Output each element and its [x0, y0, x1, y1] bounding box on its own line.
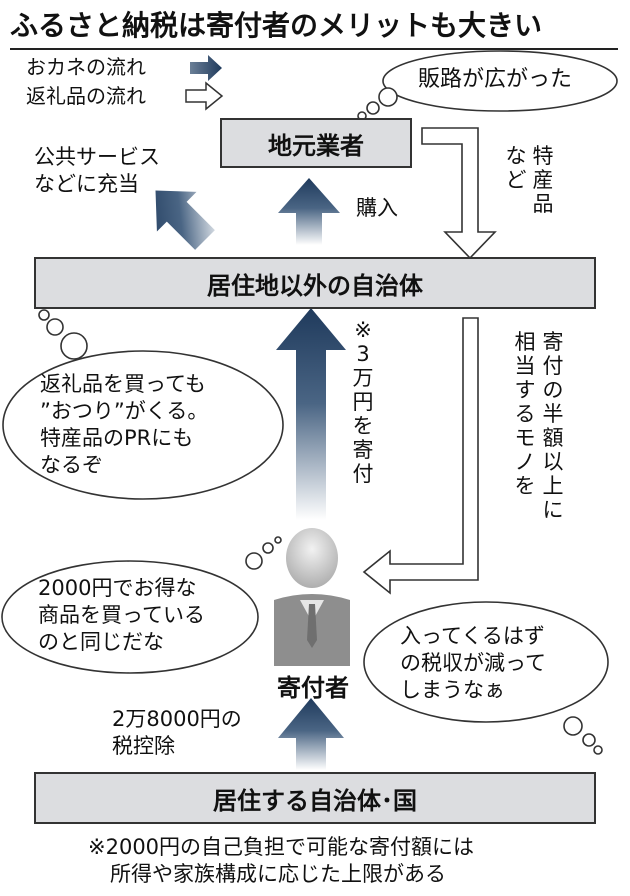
donor-label: 寄付者	[277, 674, 349, 702]
gift-value-label-line1: 寄付の半額以上に	[542, 330, 564, 522]
specialty-products-label: 特産品	[532, 144, 554, 216]
purchase-label: 購入	[356, 196, 398, 220]
specialty-products-suffix: など	[505, 144, 527, 192]
donor-person-icon	[274, 528, 350, 666]
local-business-box: 地元業者	[220, 118, 412, 168]
municipality-bubble-line3: 特産品のPRにも	[40, 426, 194, 450]
donation-arrow	[276, 308, 346, 520]
home-bubble-line1: 入ってくるはず	[400, 624, 545, 648]
footnote-line1: ※2000円の自己負担で可能な寄付額には	[88, 835, 475, 859]
legend-gift-arrow-icon	[185, 81, 224, 111]
business-thought-bubble	[357, 50, 618, 121]
municipality-thought-bubble	[2, 309, 284, 500]
tax-deduction-label-line2: 税控除	[112, 734, 175, 758]
purchase-arrow	[278, 178, 340, 245]
gift-flow-arrow-municipality-to-donor	[362, 317, 479, 595]
gift-flow-arrow-business-to-municipality	[421, 127, 497, 260]
gift-value-label-line2: 相当するモノを	[514, 330, 536, 498]
home-bubble-line2: の税収が減って	[400, 651, 546, 675]
other-municipality-box: 居住地以外の自治体	[34, 257, 596, 309]
public-services-label-line1: 公共サービス	[34, 145, 160, 169]
municipality-bubble-line4: なるぞ	[40, 453, 103, 477]
business-bubble-text: 販路が広がった	[418, 67, 573, 92]
title-underline	[10, 48, 618, 50]
donor-thought-bubble	[1, 536, 282, 674]
legend-gift-flow-label: 返礼品の流れ	[26, 84, 146, 108]
donor-bubble-line3: のと同じだな	[38, 630, 164, 654]
tax-deduction-label-line1: 2万8000円の	[112, 707, 242, 731]
donor-bubble-line1: 2000円でお得な	[38, 576, 197, 600]
public-service-arrow	[155, 190, 215, 250]
diagram-title: ふるさと納税は寄付者のメリットも大きい	[10, 9, 543, 42]
public-services-label-line2: などに充当	[34, 172, 139, 196]
legend-money-arrow-icon	[190, 55, 222, 81]
legend-money-flow-label: おカネの流れ	[26, 55, 146, 79]
donor-bubble-line2: 商品を買っている	[38, 603, 205, 627]
home-municipality-box: 居住する自治体･国	[34, 772, 596, 824]
municipality-bubble-line1: 返礼品を買っても	[40, 372, 206, 396]
home-municipality-thought-bubble	[363, 601, 609, 755]
home-bubble-line3: しまうなぁ	[400, 678, 505, 702]
tax-deduction-arrow	[278, 698, 344, 770]
municipality-bubble-line2: ”おつり”がくる。	[40, 399, 209, 423]
footnote-line2: 所得や家族構成に応じた上限がある	[110, 862, 446, 886]
donation-label: ※3万円を寄付	[352, 318, 374, 486]
